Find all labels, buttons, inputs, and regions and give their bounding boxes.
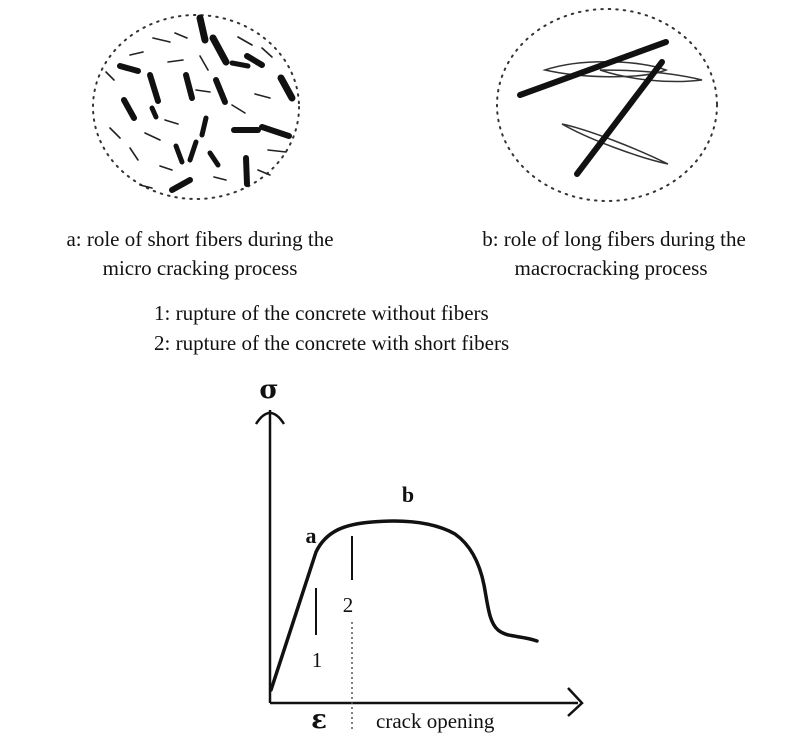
- caption-b-line2: macrocracking process: [515, 256, 708, 280]
- legend-item-2: 2: rupture of the concrete with short fi…: [154, 331, 509, 355]
- x-axis-label: crack opening: [376, 709, 495, 733]
- y-axis-arrowhead: [254, 411, 286, 425]
- marker-1-label: 1: [312, 648, 323, 672]
- legend-item-1: 1: rupture of the concrete without fiber…: [154, 301, 489, 325]
- x-axis-arrowhead: [567, 687, 584, 717]
- stress-strain-graph: σ ε crack opening a b 1 2: [254, 375, 584, 733]
- stress-strain-curve: [269, 519, 539, 692]
- caption-b-line1: b: role of long fibers during the: [482, 227, 746, 251]
- long-fibers-circle: [496, 8, 718, 202]
- x-axis-symbol: ε: [311, 705, 327, 733]
- point-b-label: b: [402, 482, 414, 507]
- caption-a-line2: micro cracking process: [103, 256, 298, 280]
- y-axis-symbol: σ: [259, 375, 278, 405]
- point-a-label: a: [306, 523, 317, 548]
- caption-a-line1: a: role of short fibers during the: [66, 227, 333, 251]
- short-fibers-circle: [92, 14, 300, 200]
- marker-2-label: 2: [343, 593, 354, 617]
